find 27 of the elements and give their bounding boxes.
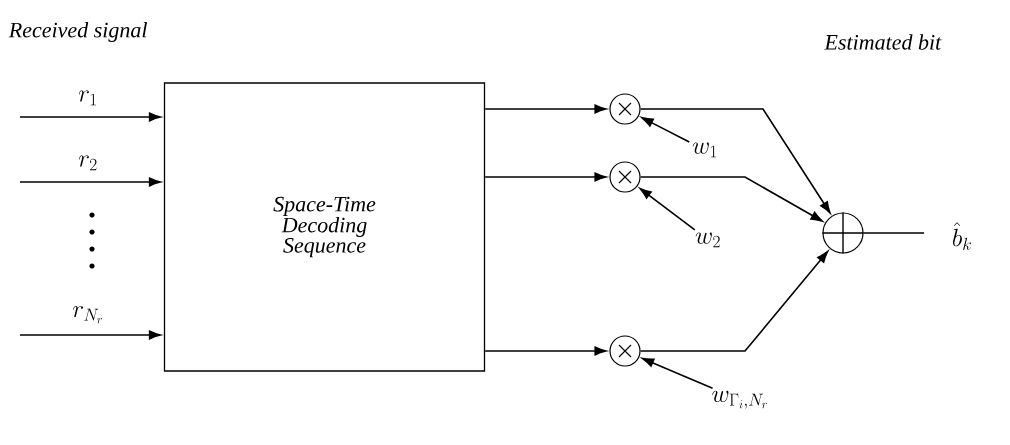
multiplier-circle — [609, 161, 641, 193]
weight-label: $w_{\Gamma_i, N_r}$ — [712, 390, 767, 409]
arrow — [641, 357, 714, 390]
edge-label: $r_1$ — [78, 90, 96, 106]
process-box: Space-Time Decoding Sequence — [163, 82, 486, 372]
arrow — [19, 112, 161, 122]
arrow — [19, 177, 161, 187]
arrow — [484, 104, 607, 114]
weight-label: $w_2$ — [695, 232, 720, 248]
arrow — [639, 250, 829, 352]
arrow — [484, 346, 607, 356]
edge-label: $r_{N_r}$ — [73, 305, 103, 324]
arrow — [639, 187, 696, 231]
connector-line — [862, 232, 925, 234]
multiplier-circle — [609, 93, 641, 125]
arrow — [639, 108, 831, 214]
arrow — [19, 330, 161, 340]
arrow — [639, 176, 823, 222]
edge-label: $r_2$ — [78, 155, 97, 171]
arrow — [484, 172, 607, 182]
heading: Received signal — [8, 22, 147, 42]
heading: Estimated bit — [824, 34, 942, 50]
weight-label: $w_1$ — [692, 142, 717, 158]
output-symbol: $\hat{b}_k$ — [953, 222, 971, 250]
multiplier-circle — [609, 335, 641, 367]
arrow — [641, 117, 691, 143]
summer-circle — [821, 211, 865, 255]
